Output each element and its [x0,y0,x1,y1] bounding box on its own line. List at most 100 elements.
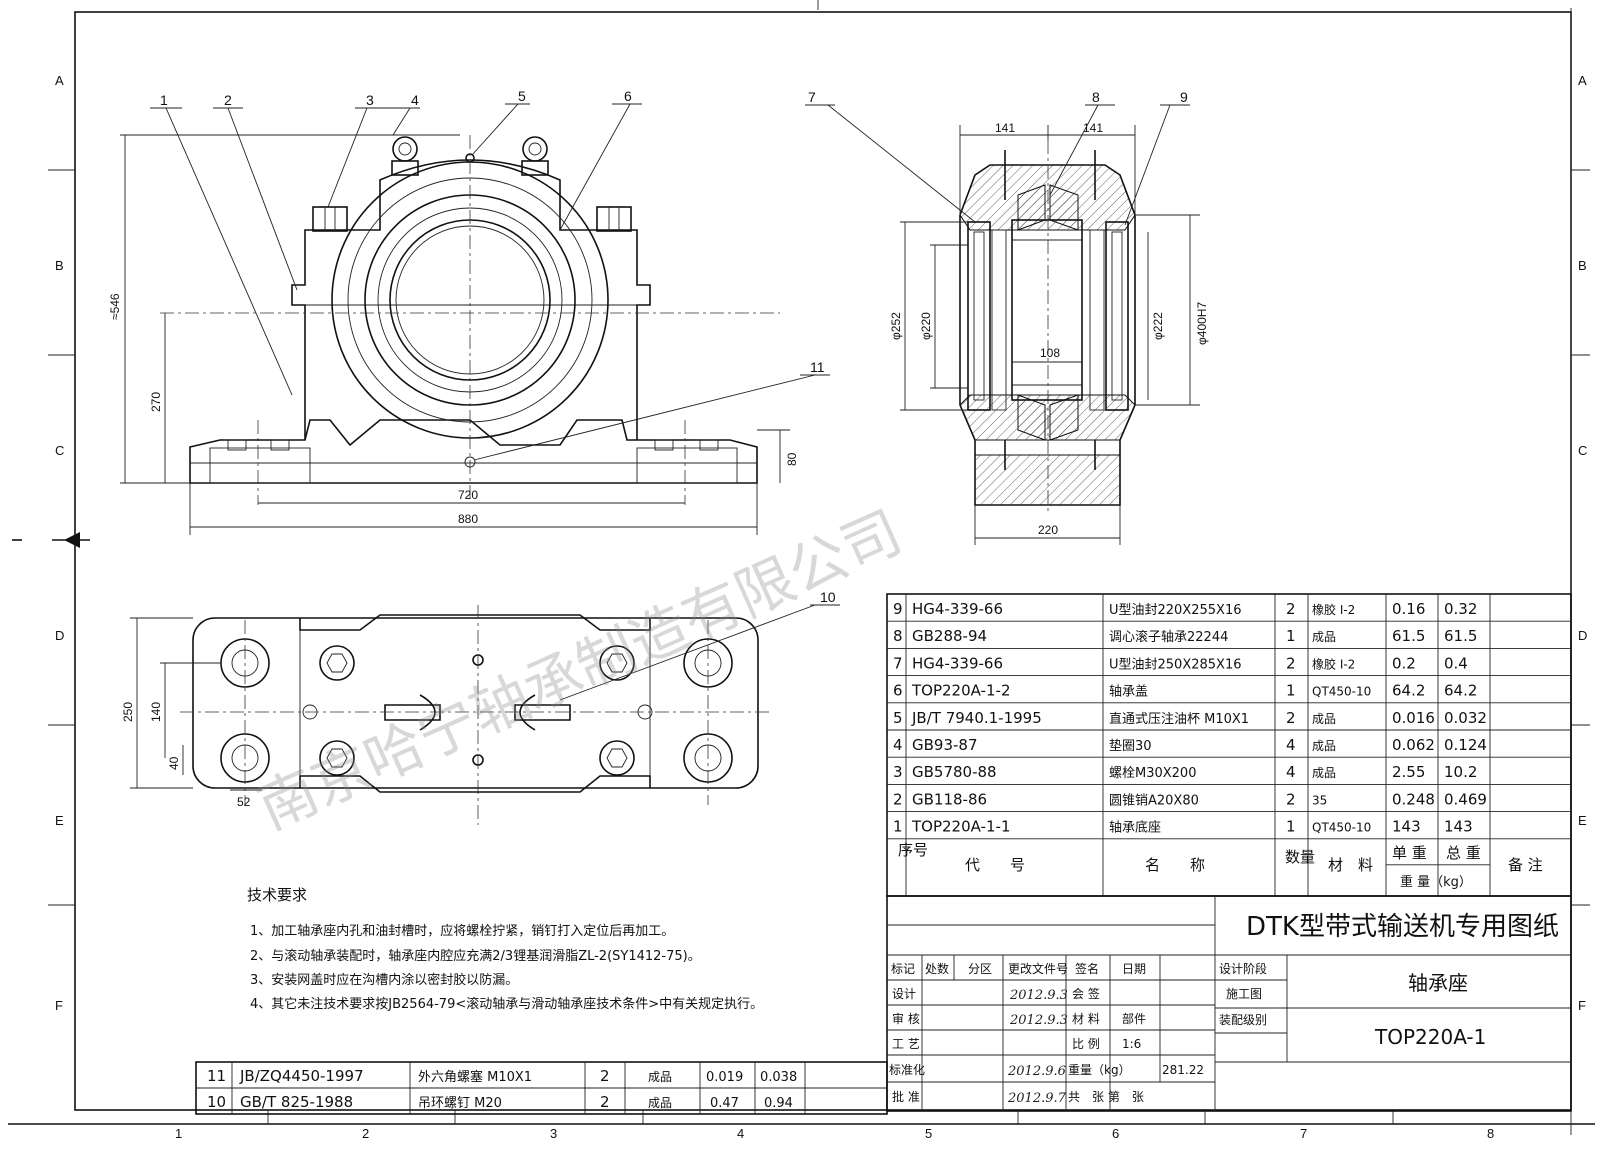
header-unit-weight: 单 重 [1392,844,1427,862]
parts-row-1-unit: 143 [1392,818,1421,836]
header-weight: 重 量（kg） [1400,874,1472,890]
parts-row-1-name: 轴承底座 [1109,820,1161,836]
dim-section-d400: φ400H7 [1195,302,1209,345]
lower-row-11-qty: 2 [600,1067,610,1085]
zone-left-f: F [55,998,63,1013]
dim-top-width: 250 [121,702,135,722]
dim-section-left: 141 [995,121,1015,135]
callout-10: 10 [820,589,836,605]
parts-row-8-name: 调心滚子轴承22244 [1109,629,1228,645]
lower-row-11-code: JB/ZQ4450-1997 [239,1067,364,1085]
parts-row-1-total: 143 [1444,818,1473,836]
header-name: 名 称 [1145,856,1205,874]
parts-row-5-no: 5 [893,709,903,727]
callout-11: 11 [810,359,825,375]
tb-standard-date: 2012.9.6 [1007,1064,1066,1079]
parts-row-9-unit: 0.16 [1392,600,1425,618]
lower-row-10-name: 吊环螺钉 M20 [418,1096,502,1111]
lower-row-10-code: GB/T 825-1988 [240,1093,353,1111]
lower-row-11-unit: 0.019 [706,1070,743,1085]
parts-row-1-qty: 1 [1286,818,1296,836]
parts-row-3-total: 10.2 [1444,763,1477,781]
callout-5: 5 [518,88,526,104]
zone-right-a: A [1578,73,1587,88]
drawing-name: 轴承座 [1408,971,1468,995]
parts-row-7-qty: 2 [1286,654,1296,672]
parts-row-6-code: TOP220A-1-2 [911,682,1011,700]
parts-row-8-total: 61.5 [1444,627,1477,645]
callout-4: 4 [411,92,419,108]
callout-8: 8 [1092,89,1100,105]
lower-row-10-unit: 0.47 [710,1096,739,1111]
parts-row-8-unit: 61.5 [1392,627,1425,645]
parts-row-3-no: 3 [893,763,903,781]
zone-bottom-7: 7 [1300,1126,1307,1141]
zone-bottom-4: 4 [737,1126,744,1141]
callout-3: 3 [366,92,374,108]
dim-top-bolt: 140 [149,702,163,722]
parts-row-4-code: GB93-87 [912,736,978,754]
parts-row-3-code: GB5780-88 [912,763,997,781]
tb-check-date: 2012.9.3 [1009,1013,1068,1028]
tb-check-label: 审 核 [892,1011,920,1026]
tb-weight-label: 重量（kg） [1068,1063,1131,1077]
header-no: 序号 [898,841,928,859]
dim-front-base: 80 [785,452,799,466]
zone-left-b: B [55,258,64,273]
tb-sheets: 共 张 第 张 [1068,1090,1144,1104]
zone-bottom-2: 2 [362,1126,369,1141]
parts-row-4-unit: 0.062 [1392,736,1435,754]
zone-labels: A B C D E F A B C D E F 1 2 3 4 5 6 7 8 [55,73,1587,1141]
callout-1: 1 [160,92,168,108]
parts-row-7-code: HG4-339-66 [912,654,1003,672]
dim-section-d222: φ222 [1151,312,1165,340]
parts-row-6-total: 64.2 [1444,682,1477,700]
watermark: 南京哈宁轴承制造有限公司 [248,498,912,843]
zone-bottom-1: 1 [175,1126,182,1141]
tech-item-4: 4、其它未注技术要求按JB2564-79<滚动轴承与滑动轴承座技术条件>中有关规… [250,996,763,1012]
zone-right-d: D [1578,628,1587,643]
parts-row-9-total: 0.32 [1444,600,1477,618]
tech-title: 技术要求 [247,886,307,904]
lower-row-10-total: 0.94 [764,1096,793,1111]
dim-top-edge: 40 [167,756,181,770]
lower-row-10-no: 10 [207,1093,226,1111]
stage-value: 施工图 [1226,987,1262,1001]
parts-row-4-total: 0.124 [1444,736,1487,754]
parts-row-6-unit: 64.2 [1392,682,1425,700]
zone-bottom-8: 8 [1487,1126,1494,1141]
parts-row-7-material: 橡胶 I-2 [1312,656,1355,671]
zone-right-e: E [1578,813,1587,828]
tb-header-change: 更改文件号 [1008,961,1068,976]
parts-row-6-name: 轴承盖 [1109,685,1148,700]
parts-row-8-code: GB288-94 [912,627,987,645]
tb-material-value: 部件 [1122,1011,1146,1026]
tb-header-count: 处数 [925,961,949,976]
tb-header-sign: 签名 [1075,961,1099,976]
parts-row-1-code: TOP220A-1-1 [911,818,1011,836]
parts-row-9-material: 橡胶 I-2 [1312,602,1355,617]
parts-row-7-no: 7 [893,654,903,672]
parts-row-5-code: JB/T 7940.1-1995 [911,709,1042,727]
parts-row-2-qty: 2 [1286,790,1296,808]
tb-weight-value: 281.22 [1162,1063,1204,1077]
callout-2: 2 [224,92,232,108]
parts-row-4-qty: 4 [1286,736,1296,754]
tb-process-label: 工 艺 [892,1037,920,1051]
top-view: 250 140 40 52 10 [121,589,840,825]
parts-row-2-code: GB118-86 [912,790,987,808]
parts-row-2-material: 35 [1312,793,1327,807]
dim-section-width-inner: 108 [1040,346,1060,360]
zone-left-e: E [55,813,64,828]
dim-front-bolt-span: 720 [458,488,478,502]
zone-right-b: B [1578,258,1587,273]
lower-parts-table: 11 JB/ZQ4450-1997 外六角螺塞 M10X1 2 成品 0.019… [195,1061,888,1115]
parts-row-3-unit: 2.55 [1392,763,1425,781]
parts-row-7-unit: 0.2 [1392,654,1416,672]
stage-label: 设计阶段 [1219,961,1267,976]
level-label: 装配级别 [1219,1013,1267,1027]
parts-row-2-name: 圆锥销A20X80 [1109,793,1199,808]
zone-bottom-5: 5 [925,1126,932,1141]
tb-approve-label: 批 准 [892,1089,920,1104]
lower-row-11-name: 外六角螺塞 M10X1 [418,1069,532,1085]
